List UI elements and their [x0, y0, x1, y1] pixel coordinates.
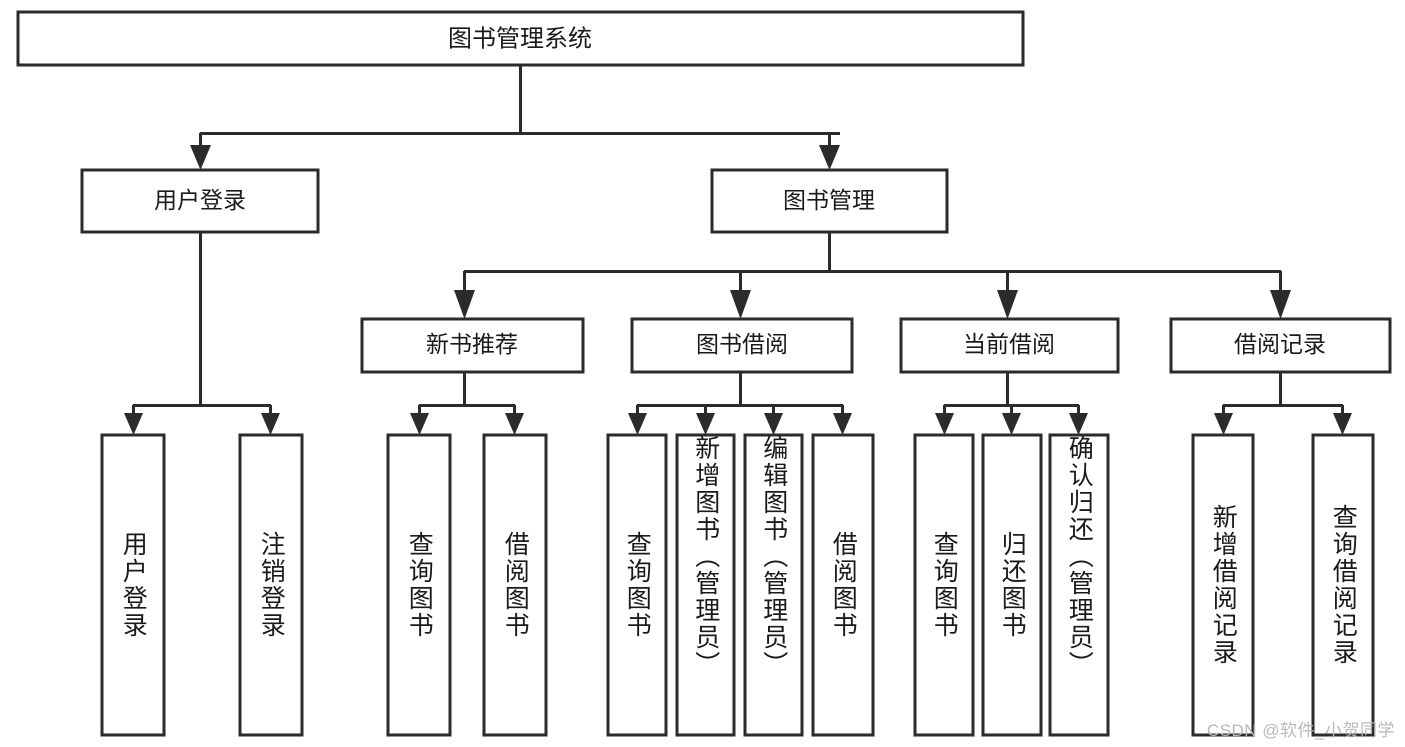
leaf-box-logout[interactable] [238, 433, 304, 737]
node-root-box[interactable] [16, 10, 1025, 67]
leaf-box-confirm-return[interactable] [1048, 433, 1110, 737]
leaf-box-edit-book[interactable] [743, 433, 804, 737]
leaf-box-add-record[interactable] [1191, 433, 1255, 737]
connector-root-to-level2 [190, 65, 840, 170]
leaf-box-borrow-book-bw[interactable] [811, 433, 875, 737]
node-borrow-records-label: 借阅记录 [1234, 331, 1326, 357]
connector-current-to-leaves [935, 372, 1088, 435]
leaf-box-user-login[interactable] [100, 433, 166, 737]
arrow-head-cb3 [1069, 413, 1088, 435]
arrow-head-bw2 [696, 413, 715, 435]
arrow-head-cb1 [935, 413, 954, 435]
node-new-book-recommend-label: 新书推荐 [426, 331, 518, 357]
arrow-head-current [997, 290, 1018, 319]
leaf-box-query-book-nr[interactable] [386, 433, 452, 737]
arrow-head-nr1 [410, 413, 429, 435]
arrow-head-new-rec [454, 290, 475, 319]
arrow-head-records [1270, 290, 1291, 319]
arrow-head-book-mgmt [819, 145, 840, 170]
arrow-head-bw3 [764, 413, 783, 435]
node-borrow-records[interactable]: 借阅记录 [1169, 317, 1392, 374]
node-book-management[interactable]: 图书管理 [710, 168, 949, 234]
node-root[interactable]: 图书管理系统 [16, 10, 1025, 67]
arrow-head-leaf-logout [261, 413, 280, 435]
node-current-borrow-label: 当前借阅 [963, 331, 1055, 357]
arrow-head-borrow [730, 290, 751, 319]
connector-user-login-to-leaves [124, 232, 280, 435]
node-user-login[interactable]: 用户登录 [80, 168, 320, 234]
node-user-login-box[interactable] [80, 168, 320, 234]
node-root-label: 图书管理系统 [448, 25, 592, 52]
leaf-boxes [100, 433, 1375, 737]
node-new-book-recommend-box[interactable] [360, 317, 585, 374]
connector-new-rec-to-leaves [410, 372, 524, 435]
arrow-head-rc2 [1333, 413, 1352, 435]
arrow-head-nr2 [505, 413, 524, 435]
node-book-management-box[interactable] [710, 168, 949, 234]
node-book-management-label: 图书管理 [783, 187, 875, 213]
leaf-box-query-record[interactable] [1311, 433, 1375, 737]
leaf-box-query-book-cb[interactable] [913, 433, 975, 737]
arrow-head-rc1 [1214, 413, 1233, 435]
arrow-head-bw1 [628, 413, 647, 435]
connector-records-to-leaves [1214, 372, 1352, 435]
node-user-login-label: 用户登录 [154, 187, 246, 213]
arrow-head-bw4 [833, 413, 852, 435]
connector-borrow-to-leaves [628, 372, 852, 435]
arrow-head-leaf-user-login [124, 413, 143, 435]
node-current-borrow[interactable]: 当前借阅 [899, 317, 1120, 374]
node-current-borrow-box[interactable] [899, 317, 1120, 374]
leaf-box-return-book[interactable] [981, 433, 1043, 737]
arrow-head-user-login [190, 145, 211, 170]
node-book-borrow[interactable]: 图书借阅 [630, 317, 854, 374]
node-borrow-records-box[interactable] [1169, 317, 1392, 374]
node-new-book-recommend[interactable]: 新书推荐 [360, 317, 585, 374]
csdn-watermark: CSDN @软件_小贺同学 [1206, 721, 1395, 740]
leaf-box-add-book[interactable] [675, 433, 736, 737]
connector-book-mgmt-to-level3 [454, 232, 1291, 319]
node-book-borrow-box[interactable] [630, 317, 854, 374]
node-book-borrow-label: 图书借阅 [696, 331, 788, 357]
leaf-box-borrow-book-nr[interactable] [482, 433, 548, 737]
arrow-head-cb2 [1002, 413, 1021, 435]
leaf-box-query-book-bw[interactable] [606, 433, 668, 737]
